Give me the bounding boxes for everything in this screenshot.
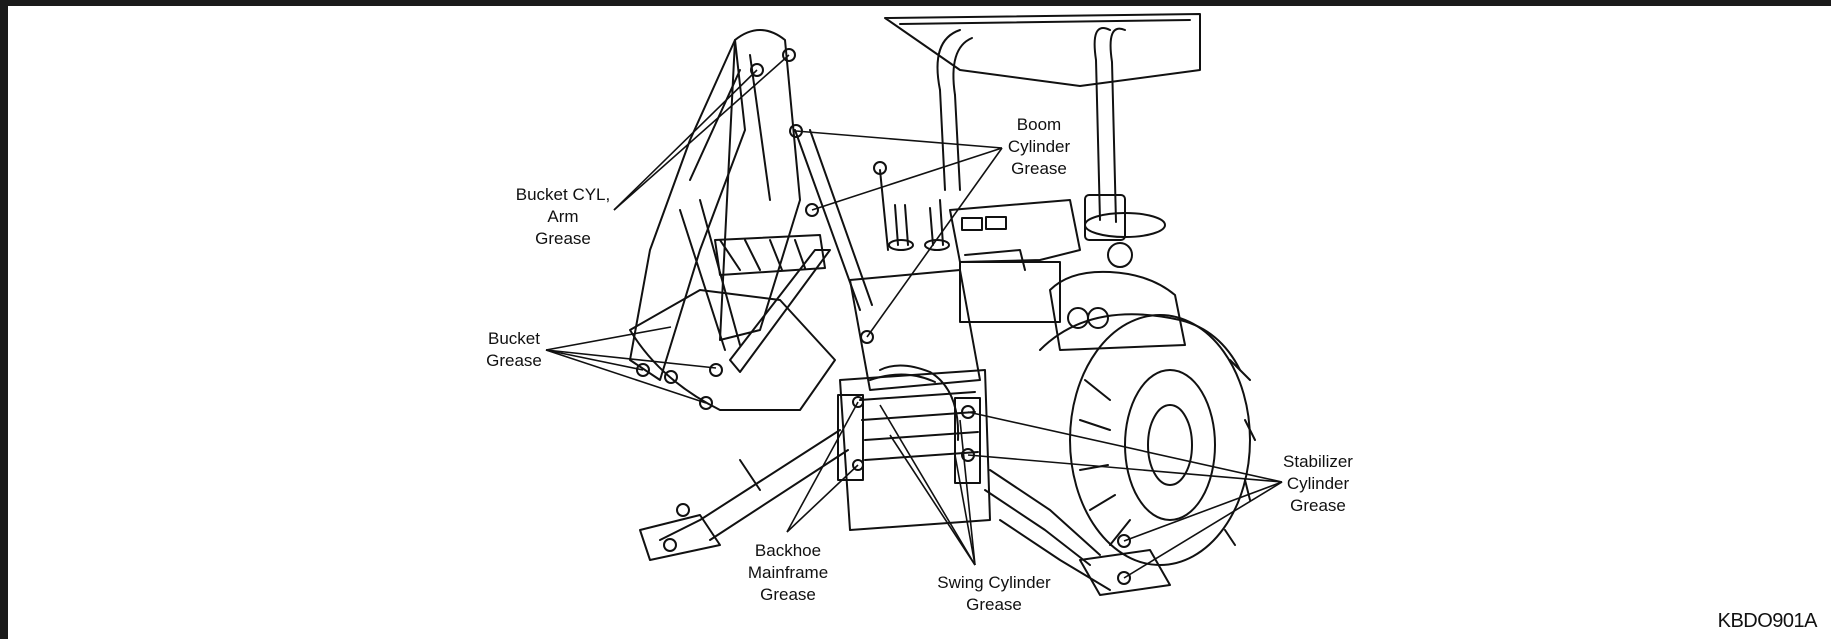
stabilizer-line2: Cylinder (1286, 474, 1350, 493)
bucket-line2: Grease (486, 351, 542, 370)
stabilizer-cylinder-grease-label: Stabilizer Cylinder Grease (1283, 451, 1353, 517)
boom-cylinder-line2: Cylinder (1007, 137, 1071, 156)
stabilizer-line3: Grease (1290, 496, 1346, 515)
bucket-grease-label: Bucket Grease (486, 328, 542, 372)
stabilizer-line1: Stabilizer (1283, 452, 1353, 471)
bucket-cyl-arm-line2: Arm (547, 207, 579, 226)
boom-cylinder-grease-label: Boom Cylinder Grease (1008, 114, 1070, 180)
swing-cylinder-line1: Swing Cylinder (937, 573, 1051, 592)
backhoe-mainframe-line2: Mainframe (747, 563, 829, 582)
swing-cylinder-grease-label: Swing Cylinder Grease (937, 572, 1050, 616)
bucket-cyl-arm-line1: Bucket CYL, (515, 185, 611, 204)
bucket-cyl-arm-grease-label: Bucket CYL, Arm Grease (516, 184, 611, 250)
figure-code: KBDO901A (1717, 610, 1818, 632)
backhoe-mainframe-grease-label: Backhoe Mainframe Grease (748, 540, 828, 606)
bucket-cyl-arm-line3: Grease (535, 229, 591, 248)
backhoe-mainframe-line1: Backhoe (754, 541, 822, 560)
boom-cylinder-line3: Grease (1011, 159, 1067, 178)
swing-cylinder-line2: Grease (966, 595, 1022, 614)
bucket-line1: Bucket (488, 329, 540, 348)
backhoe-mainframe-line3: Grease (760, 585, 816, 604)
boom-cylinder-line1: Boom (1016, 115, 1062, 134)
